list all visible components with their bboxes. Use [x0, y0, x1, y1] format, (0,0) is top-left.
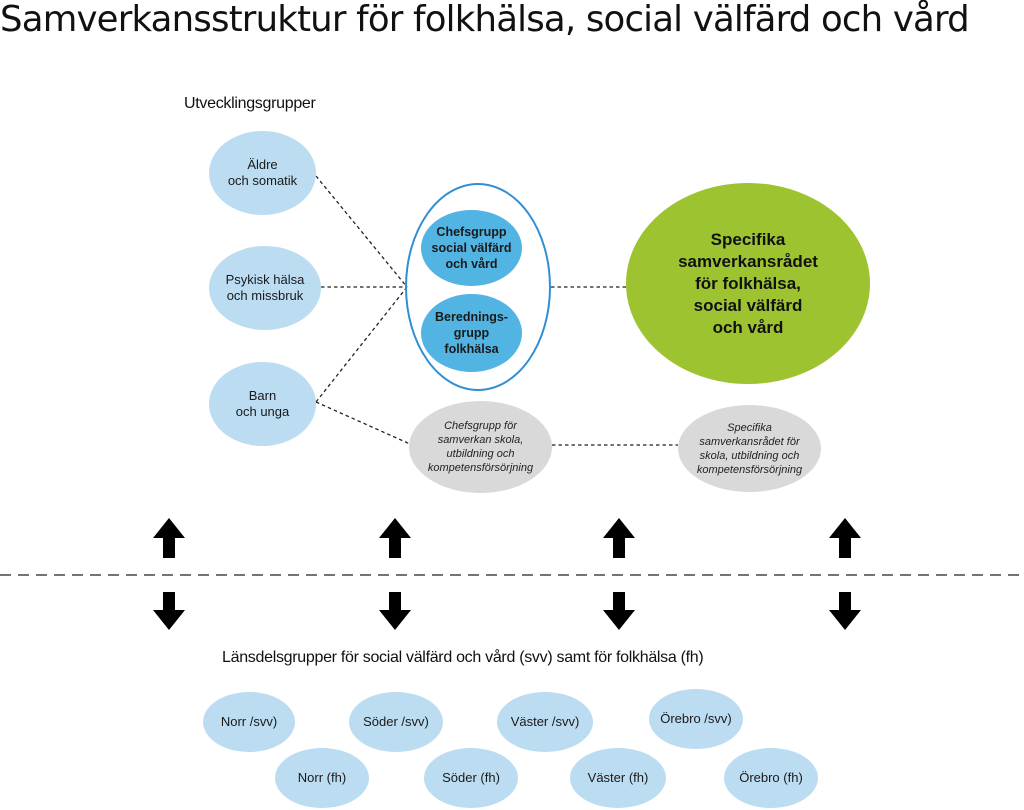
school-chef-group-node: Chefsgrupp för samverkan skola, utbildni… — [409, 401, 552, 493]
regional-norr-svv: Norr /svv) — [203, 692, 295, 752]
regional-vaster-fh: Väster (fh) — [570, 748, 666, 808]
regional-groups-heading: Länsdelsgrupper för social välfärd och v… — [222, 649, 704, 666]
arrow-up-icon — [379, 518, 411, 558]
beredningsgrupp-label: Berednings- grupp folkhälsa — [435, 310, 508, 356]
regional-norr-fh-label: Norr (fh) — [297, 770, 347, 785]
leadership-group-outline — [405, 183, 551, 391]
school-chef-group-label: Chefsgrupp för samverkan skola, utbildni… — [427, 420, 534, 474]
arrow-down-icon — [603, 592, 635, 630]
regional-orebro-svv-label: Örebro /svv) — [660, 711, 732, 726]
regional-vaster-svv-label: Väster /svv) — [510, 714, 580, 729]
arrow-down-icon — [829, 592, 861, 630]
arrow-up-icon — [829, 518, 861, 558]
regional-orebro-svv: Örebro /svv) — [649, 689, 743, 749]
connector-aldre — [315, 175, 408, 288]
development-groups-heading: Utvecklingsgrupper — [184, 95, 316, 112]
regional-soder-svv: Söder /svv) — [349, 692, 443, 752]
regional-soder-svv-label: Söder /svv) — [363, 714, 429, 729]
school-council-label: Specifika samverkansrådet för skola, utb… — [696, 421, 803, 476]
regional-vaster-fh-label: Väster (fh) — [587, 770, 649, 785]
group-aldre: Äldre och somatik — [209, 131, 316, 215]
chefsgrupp-node: Chefsgrupp social välfärd och vård — [421, 210, 522, 286]
group-barn-label: Barn och unga — [235, 388, 290, 419]
arrow-up-icon — [603, 518, 635, 558]
regional-norr-fh: Norr (fh) — [275, 748, 369, 808]
school-council-node: Specifika samverkansrådet för skola, utb… — [678, 405, 821, 492]
group-psykisk-halsa: Psykisk hälsa och missbruk — [209, 246, 321, 330]
regional-vaster-svv: Väster /svv) — [497, 692, 593, 752]
group-barn: Barn och unga — [209, 362, 316, 446]
group-psykisk-halsa-label: Psykisk hälsa och missbruk — [225, 272, 305, 303]
specific-council-label: Specifika samverkansrådet för folkhälsa,… — [678, 229, 818, 337]
group-aldre-label: Äldre och somatik — [227, 157, 298, 188]
connector-barn-skola — [315, 401, 411, 445]
arrow-down-icon — [153, 592, 185, 630]
regional-norr-svv-label: Norr /svv) — [220, 714, 278, 729]
connector-barn — [315, 286, 408, 403]
page-title: Samverkansstruktur för folkhälsa, social… — [0, 0, 970, 40]
regional-soder-fh-label: Söder (fh) — [442, 770, 500, 785]
chefsgrupp-label: Chefsgrupp social välfärd och vård — [431, 225, 512, 271]
arrow-up-icon — [153, 518, 185, 558]
specific-council-node: Specifika samverkansrådet för folkhälsa,… — [626, 183, 870, 384]
regional-orebro-fh: Örebro (fh) — [724, 748, 818, 808]
arrow-down-icon — [379, 592, 411, 630]
regional-orebro-fh-label: Örebro (fh) — [739, 770, 803, 785]
beredningsgrupp-node: Berednings- grupp folkhälsa — [421, 294, 522, 372]
regional-soder-fh: Söder (fh) — [424, 748, 518, 808]
